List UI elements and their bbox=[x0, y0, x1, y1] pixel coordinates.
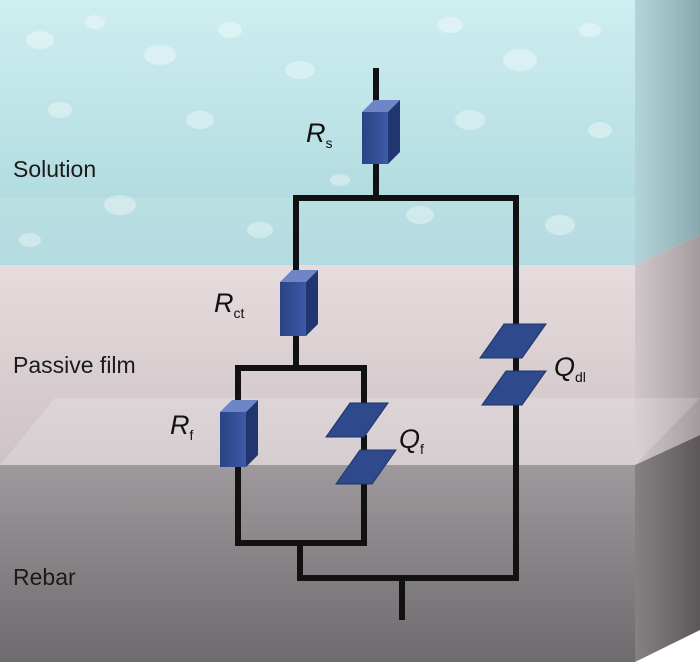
resistor-rs bbox=[362, 100, 400, 164]
rebar-layer bbox=[0, 435, 700, 662]
rf-symbol: R bbox=[170, 410, 190, 440]
qf-symbol: Q bbox=[399, 424, 421, 454]
qdl-symbol: Q bbox=[554, 352, 576, 382]
rs-subscript: s bbox=[325, 135, 333, 151]
cpe-qdl bbox=[479, 323, 547, 406]
resistor-rf bbox=[220, 400, 258, 467]
rf-label: Rf bbox=[170, 410, 193, 443]
rct-label: Rct bbox=[214, 288, 244, 321]
rf-subscript: f bbox=[189, 427, 194, 443]
qdl-label: Qdl bbox=[554, 352, 586, 385]
cpe-qf bbox=[325, 402, 397, 485]
rebar-label: Rebar bbox=[13, 564, 76, 590]
qf-label: Qf bbox=[399, 424, 424, 457]
qf-subscript: f bbox=[420, 441, 424, 457]
solution-label: Solution bbox=[13, 156, 97, 182]
resistor-rct bbox=[280, 270, 318, 336]
qdl-subscript: dl bbox=[575, 369, 586, 385]
rct-symbol: R bbox=[214, 288, 234, 318]
circuit-wires bbox=[235, 68, 519, 620]
solution-layer bbox=[0, 0, 700, 265]
droplet-texture bbox=[19, 15, 612, 247]
rs-symbol: R bbox=[306, 118, 326, 148]
rs-label: Rs bbox=[306, 118, 333, 151]
passive-film-label: Passive film bbox=[13, 352, 136, 378]
rct-subscript: ct bbox=[233, 305, 245, 321]
